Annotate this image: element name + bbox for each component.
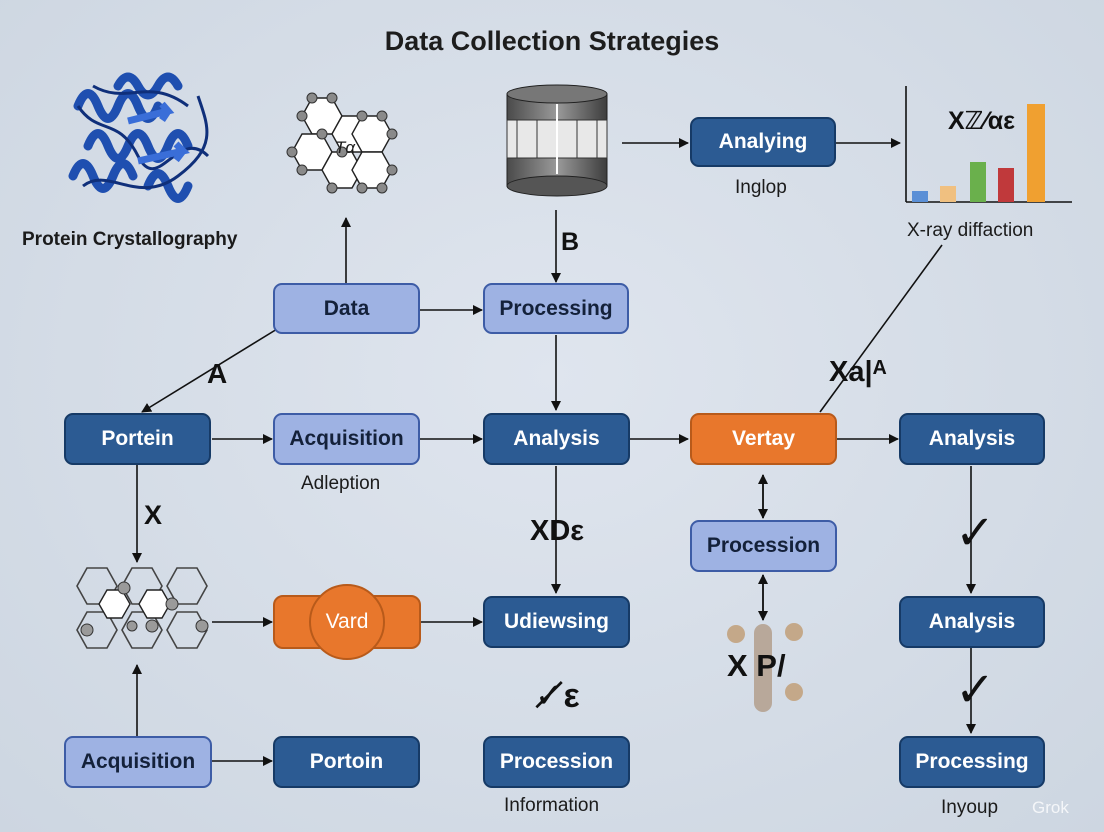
xray-bar-chart-icon <box>905 86 1072 203</box>
letter-b-label: B <box>561 228 580 256</box>
processing-bottom-right-node[interactable]: Processing <box>899 736 1045 788</box>
analying-node[interactable]: Analying <box>690 117 836 167</box>
xray-diffaction-label: X-ray diffaction <box>907 220 1034 241</box>
check-icon-1: ✓ <box>955 507 996 560</box>
sample-cylinder-icon <box>506 84 608 197</box>
analysis-right-node[interactable]: Analysis <box>899 413 1045 465</box>
adleption-label: Adleption <box>301 473 381 494</box>
hex-cell-label: Tα <box>335 138 356 157</box>
check-icon-2: ✓ <box>955 664 996 717</box>
line-vertay-to-chart <box>819 244 943 413</box>
vard-node[interactable]: Vard <box>325 610 369 633</box>
diagram-title: Data Collection Strategies <box>384 26 720 56</box>
xa-label: Xa|ᴬ <box>829 356 887 388</box>
crystal-lattice-icon <box>286 92 398 194</box>
procession-bottom-node[interactable]: Procession <box>483 736 630 788</box>
sample-holder-icon <box>727 623 803 712</box>
vertay-node[interactable]: Vertay <box>690 413 837 465</box>
procession-mid-node[interactable]: Procession <box>690 520 837 572</box>
grok-watermark: Grok <box>1032 798 1069 817</box>
analysis-center-node[interactable]: Analysis <box>483 413 630 465</box>
protein-ribbon-icon <box>68 72 210 203</box>
analysis-lower-right-node[interactable]: Analysis <box>899 596 1045 648</box>
acquisition-mid-node[interactable]: Acquisition <box>273 413 420 465</box>
portoin-node[interactable]: Portoin <box>273 736 420 788</box>
portein-node[interactable]: Portein <box>64 413 211 465</box>
data-node[interactable]: Data <box>273 283 420 334</box>
chart-overlay-text: Xℤ⁄αε <box>948 107 1015 135</box>
information-label: Information <box>504 795 600 816</box>
xd-label: XDε <box>530 515 585 547</box>
protein-crystallography-label: Protein Crystallography <box>22 229 238 250</box>
processing-top-node[interactable]: Processing <box>483 283 629 334</box>
xp-label: X P/ <box>727 648 786 683</box>
udiewsing-node[interactable]: Udiewsing <box>483 596 630 648</box>
check-scribble-label: ✓̸ε <box>535 677 580 715</box>
inglop-label: Inglop <box>735 177 787 198</box>
acquisition-bottom-node[interactable]: Acquisition <box>64 736 212 788</box>
arrow-data-to-portein <box>141 325 283 413</box>
hex-lattice-icon <box>76 567 209 649</box>
vard-shape <box>273 584 421 660</box>
letter-a-label: A <box>207 358 228 389</box>
inyoup-label: Inyoup <box>941 797 999 818</box>
letter-x-label: X <box>144 500 163 530</box>
